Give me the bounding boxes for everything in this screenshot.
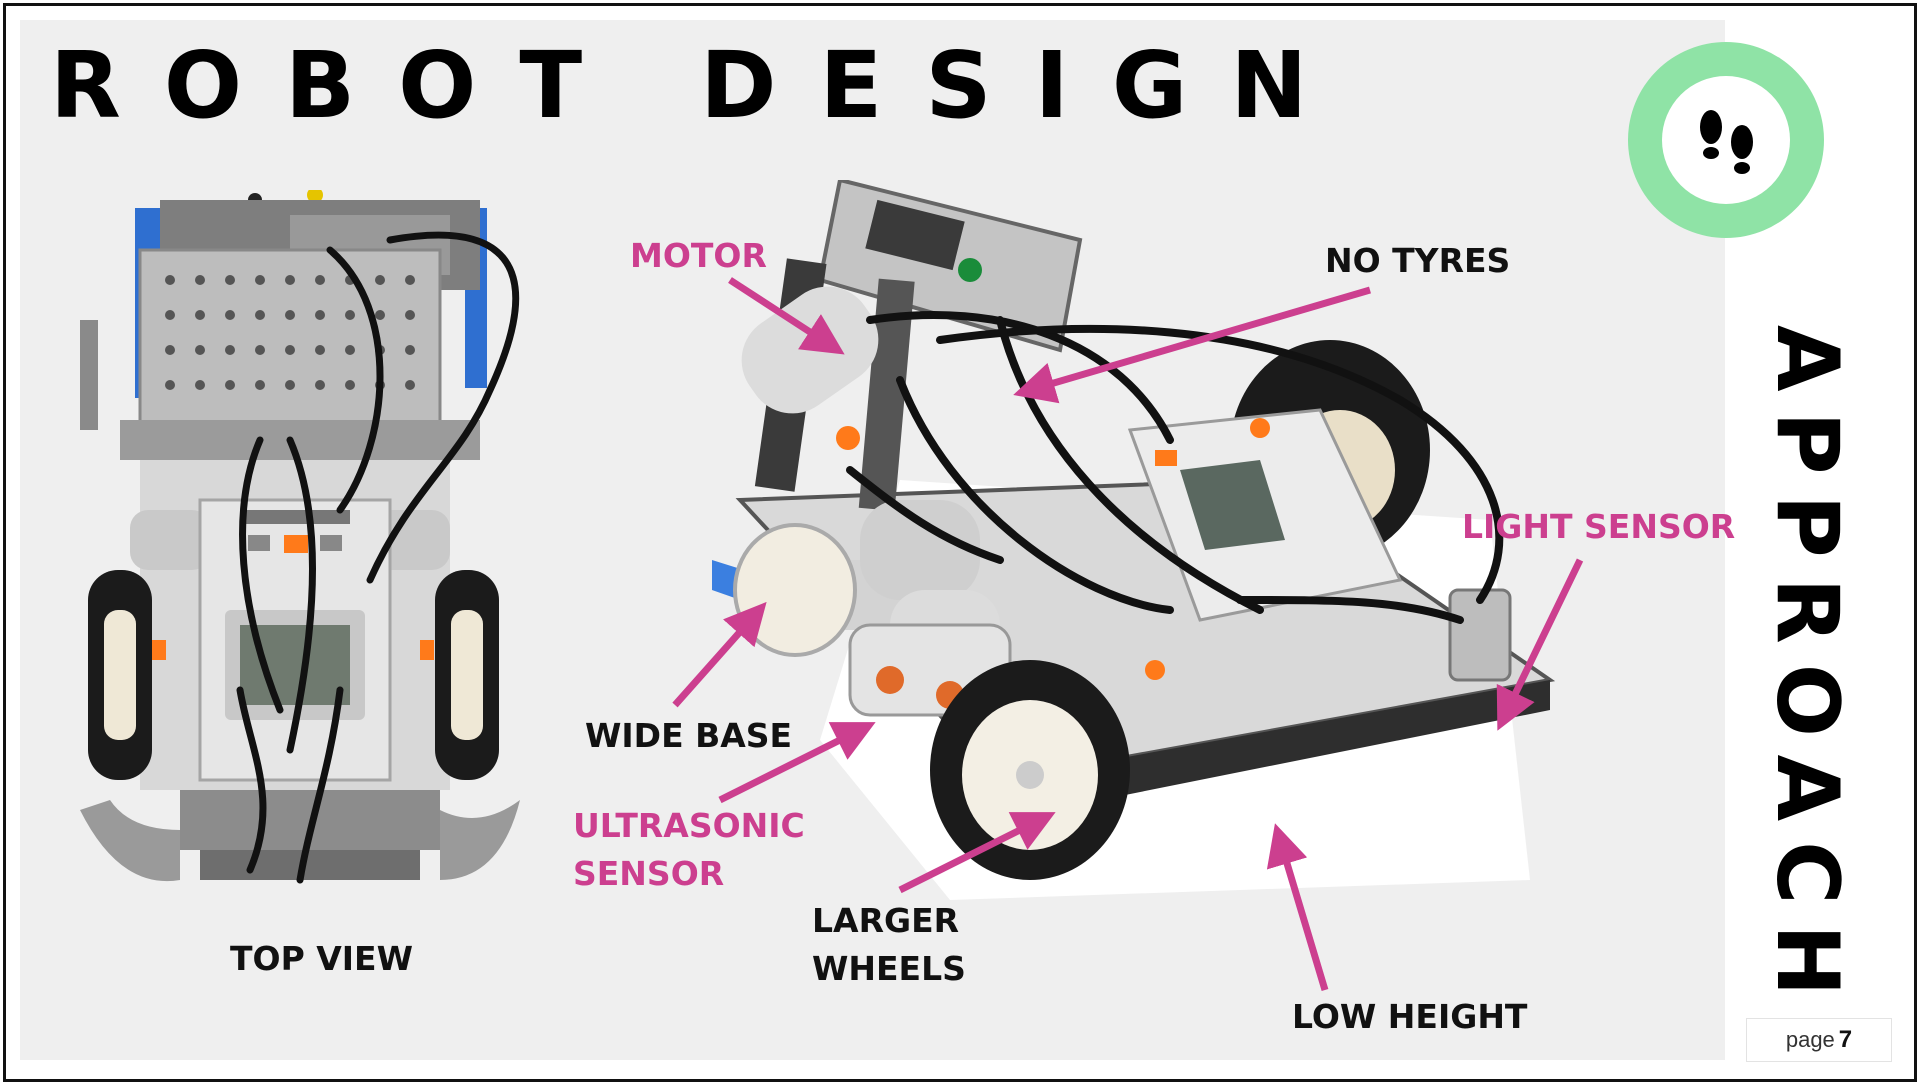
label-low-height: LOW HEIGHT	[1292, 997, 1528, 1036]
arrow-light-sensor	[1496, 558, 1584, 731]
arrow-wide-base	[672, 601, 767, 708]
side-title-approach: APPROACH	[1757, 325, 1857, 1017]
arrow-larger-wheels	[898, 812, 1056, 894]
approach-badge	[1628, 42, 1824, 238]
label-top-view: TOP VIEW	[230, 939, 413, 978]
page-number: 7	[1838, 1026, 1853, 1053]
label-ultrasonic-line2: SENSOR	[573, 854, 725, 893]
robot-angled-view-photo	[712, 180, 1556, 900]
arrow-motor	[728, 277, 845, 355]
robot-top-view-photo	[80, 190, 520, 884]
footprints-icon	[1700, 110, 1753, 174]
label-motor: MOTOR	[630, 236, 767, 275]
label-wide-base: WIDE BASE	[585, 716, 793, 755]
label-larger-line1: LARGER	[812, 901, 960, 940]
slide-title: ROBOT DESIGN	[50, 32, 1351, 139]
arrow-low-height	[1266, 823, 1329, 992]
label-larger-line2: WHEELS	[812, 949, 966, 988]
arrow-no-tyres	[1013, 286, 1371, 404]
page-label: page	[1785, 1027, 1835, 1052]
label-ultrasonic-line1: ULTRASONIC	[573, 806, 805, 845]
label-light-sensor: LIGHT SENSOR	[1462, 507, 1736, 546]
label-no-tyres: NO TYRES	[1325, 241, 1511, 280]
badge-inner-circle	[1662, 76, 1790, 204]
arrow-ultrasonic	[718, 722, 876, 804]
